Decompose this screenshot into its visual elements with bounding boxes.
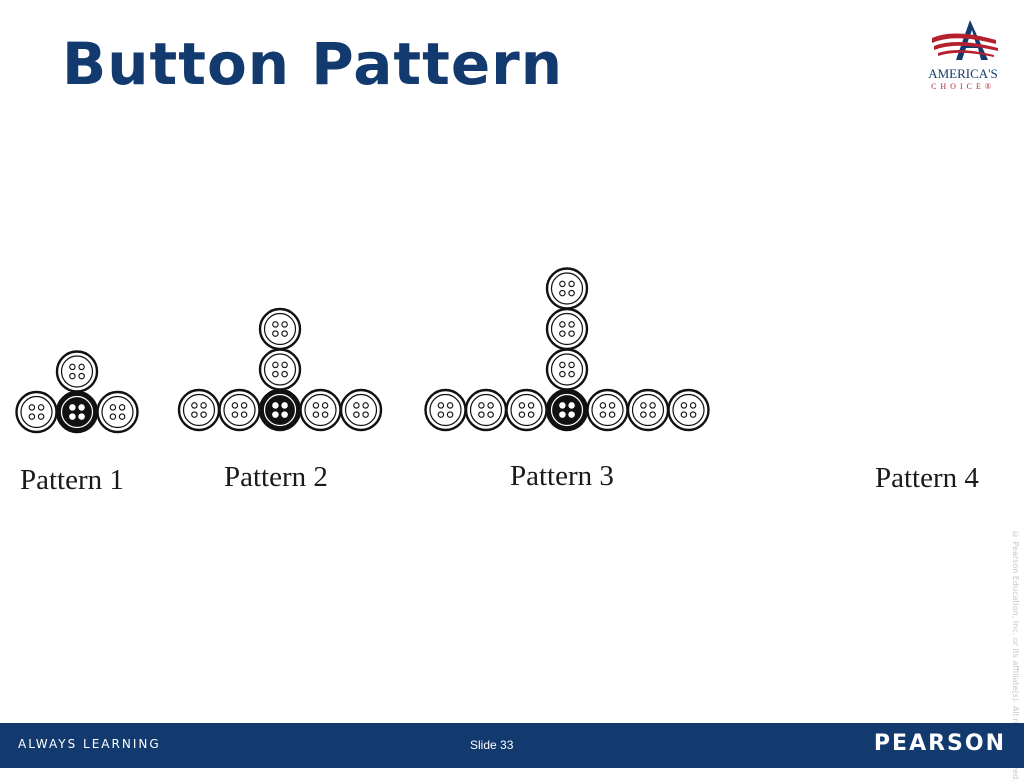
logo-a-flag-icon — [932, 20, 998, 60]
button-icon — [464, 388, 508, 432]
center-button-icon — [258, 388, 302, 432]
button-icon — [258, 307, 302, 351]
button-icon — [55, 350, 99, 393]
button-icon — [339, 388, 383, 432]
button-icon — [258, 348, 302, 391]
logo-name: AMERICA'S — [928, 66, 998, 81]
button-icon — [218, 388, 261, 432]
button-icon — [667, 388, 710, 432]
button-icon — [505, 388, 548, 432]
americas-choice-logo: AMERICA'S CHOICE® — [918, 18, 1008, 98]
center-button-icon — [545, 388, 589, 432]
button-icon — [586, 388, 629, 432]
button-icon — [15, 390, 58, 434]
button-icon — [545, 307, 589, 351]
button-icon — [545, 348, 589, 391]
copyright-notice: © Pearson Education, Inc. or its affilia… — [1011, 530, 1020, 782]
button-icon — [626, 388, 670, 432]
footer-bar: ALWAYS LEARNING Slide 33 PEARSON — [0, 723, 1024, 768]
pattern-4-label: Pattern 4 — [875, 462, 979, 494]
pattern-2-label: Pattern 2 — [224, 461, 328, 493]
button-icon — [299, 388, 342, 432]
slide-number: Slide 33 — [470, 738, 514, 752]
center-button-icon — [55, 390, 99, 434]
pattern-1-buttons — [15, 350, 139, 434]
button-icon — [545, 267, 589, 310]
button-icon — [424, 388, 467, 432]
slide-title: Button Pattern — [62, 30, 564, 98]
pattern-3-buttons — [424, 267, 710, 432]
pattern-3-label: Pattern 3 — [510, 460, 614, 492]
button-icon — [177, 388, 221, 432]
publisher-logo: PEARSON — [873, 731, 1006, 756]
pattern-1-label: Pattern 1 — [20, 464, 124, 496]
pattern-2-buttons — [177, 307, 383, 432]
logo-subtitle: CHOICE® — [931, 82, 995, 91]
footer-tagline: ALWAYS LEARNING — [18, 737, 161, 751]
button-icon — [96, 390, 139, 434]
